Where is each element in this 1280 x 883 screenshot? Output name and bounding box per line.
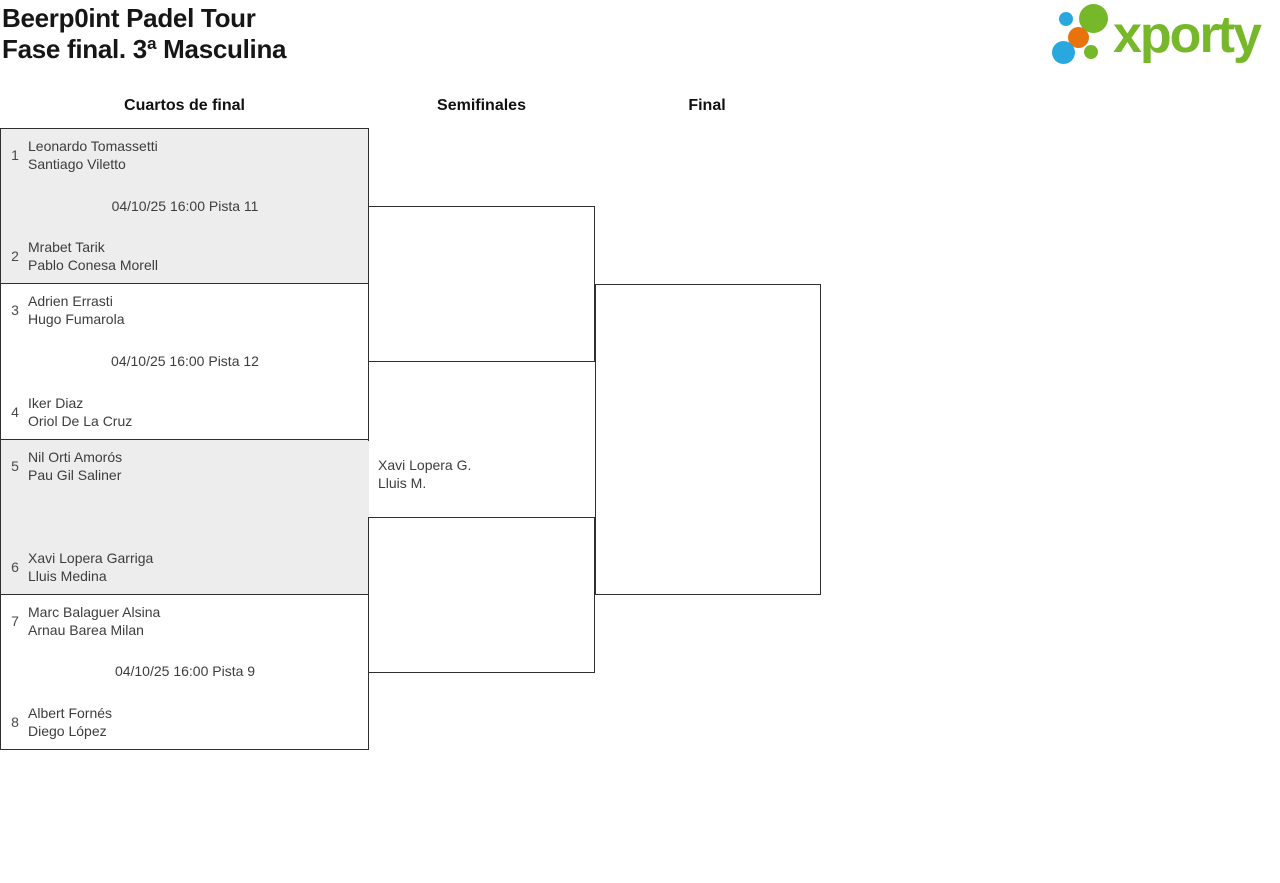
- player-name: Xavi Lopera Garriga: [28, 549, 154, 566]
- team-slot-bottom: 2 Mrabet Tarik Pablo Conesa Morell: [1, 238, 369, 274]
- semifinal-match-2[interactable]: [369, 517, 595, 673]
- team-names: Mrabet Tarik Pablo Conesa Morell: [24, 238, 158, 274]
- seed-number: 3: [11, 302, 19, 319]
- team-names: Iker Diaz Oriol De La Cruz: [24, 394, 132, 430]
- player-name: Pablo Conesa Morell: [28, 257, 158, 274]
- player-name: Marc Balaguer Alsina: [28, 603, 161, 620]
- tournament-name: Beerp0int Padel Tour: [2, 3, 256, 33]
- team-slot-top: 5 Nil Orti Amorós Pau Gil Saliner: [1, 448, 369, 484]
- round-header-semifinales: Semifinales: [437, 97, 526, 114]
- bracket-line: [367, 517, 369, 750]
- player-name: Iker Diaz: [28, 394, 84, 411]
- final-match[interactable]: [594, 283, 821, 595]
- team-names: Xavi Lopera Garriga Lluis Medina: [24, 549, 153, 585]
- seed-number: 1: [11, 147, 19, 163]
- player-name: Mrabet Tarik: [28, 239, 105, 256]
- seed-number: 8: [11, 714, 19, 730]
- logo-dot-blue-big-icon: [1052, 41, 1075, 64]
- player-name: Lluis M.: [378, 475, 427, 491]
- seed-number: 2: [11, 248, 19, 265]
- quarterfinals-column: 1 Leonardo Tomassetti Santiago Viletto 0…: [0, 128, 369, 750]
- match-schedule: [1, 507, 369, 525]
- player-name: Xavi Lopera G.: [378, 457, 472, 473]
- match-schedule: 04/10/25 16:00 Pista 9: [114, 663, 256, 680]
- player-name: Diego López: [28, 723, 107, 739]
- player-name: Santiago Viletto: [28, 156, 126, 172]
- team-names: Marc Balaguer Alsina Arnau Barea Milan: [24, 603, 160, 639]
- player-name: Nil Orti Amorós: [28, 448, 123, 465]
- team-slot-bottom: 4 Iker Diaz Oriol De La Cruz: [1, 394, 369, 430]
- player-name: Lluis Medina: [28, 567, 107, 584]
- seed-number: 4: [11, 403, 19, 420]
- seed-number: 6: [11, 558, 19, 575]
- quarterfinal-match-3[interactable]: 5 Nil Orti Amorós Pau Gil Saliner 6 Xavi…: [1, 438, 369, 594]
- team-names: Adrien Errasti Hugo Fumarola: [24, 292, 125, 328]
- semifinal-match-1[interactable]: [369, 205, 595, 362]
- seed-number: 5: [11, 457, 19, 474]
- semifinal-2-team-top: Xavi Lopera G. Lluis M.: [378, 456, 471, 492]
- player-name: Leonardo Tomassetti: [28, 138, 158, 154]
- match-schedule: 04/10/25 16:00 Pista 11: [111, 197, 259, 214]
- player-name: Pau Gil Saliner: [28, 466, 122, 483]
- player-name: Arnau Barea Milan: [28, 621, 144, 638]
- quarterfinal-match-4[interactable]: 7 Marc Balaguer Alsina Arnau Barea Milan…: [1, 593, 369, 749]
- quarterfinal-match-1[interactable]: 1 Leonardo Tomassetti Santiago Viletto 0…: [1, 129, 369, 284]
- team-slot-bottom: 8 Albert Fornés Diego López: [1, 704, 369, 740]
- player-name: Hugo Fumarola: [28, 311, 125, 328]
- round-header-final: Final: [688, 97, 726, 114]
- player-name: Adrien Errasti: [28, 293, 113, 310]
- team-slot-top: 1 Leonardo Tomassetti Santiago Viletto: [1, 137, 369, 173]
- team-slot-bottom: 6 Xavi Lopera Garriga Lluis Medina: [1, 549, 369, 585]
- quarterfinal-match-2[interactable]: 3 Adrien Errasti Hugo Fumarola 04/10/25 …: [1, 283, 369, 439]
- logo-dot-orange-icon: [1068, 27, 1089, 48]
- phase-name: Fase final. 3ª Masculina: [2, 34, 287, 64]
- seed-number: 7: [11, 612, 19, 629]
- team-slot-top: 7 Marc Balaguer Alsina Arnau Barea Milan: [1, 603, 369, 639]
- round-header-cuartos-de-final: Cuartos de final: [124, 97, 245, 114]
- page-title: Beerp0int Padel Tour Fase final. 3ª Masc…: [2, 3, 287, 65]
- xporty-logo: xporty: [1045, 0, 1280, 78]
- player-name: Oriol De La Cruz: [28, 412, 133, 429]
- logo-wordmark: xporty: [1113, 6, 1262, 64]
- team-names: Albert Fornés Diego López: [24, 704, 112, 740]
- team-slot-top: 3 Adrien Errasti Hugo Fumarola: [1, 292, 369, 328]
- player-name: Albert Fornés: [28, 705, 113, 721]
- team-names: Leonardo Tomassetti Santiago Viletto: [24, 137, 158, 173]
- bracket-line: [367, 128, 369, 441]
- match-schedule: 04/10/25 16:00 Pista 12: [111, 352, 259, 369]
- logo-dot-green-small-icon: [1084, 45, 1098, 59]
- logo-dot-blue-small-icon: [1059, 12, 1073, 26]
- team-names: Nil Orti Amorós Pau Gil Saliner: [24, 448, 122, 484]
